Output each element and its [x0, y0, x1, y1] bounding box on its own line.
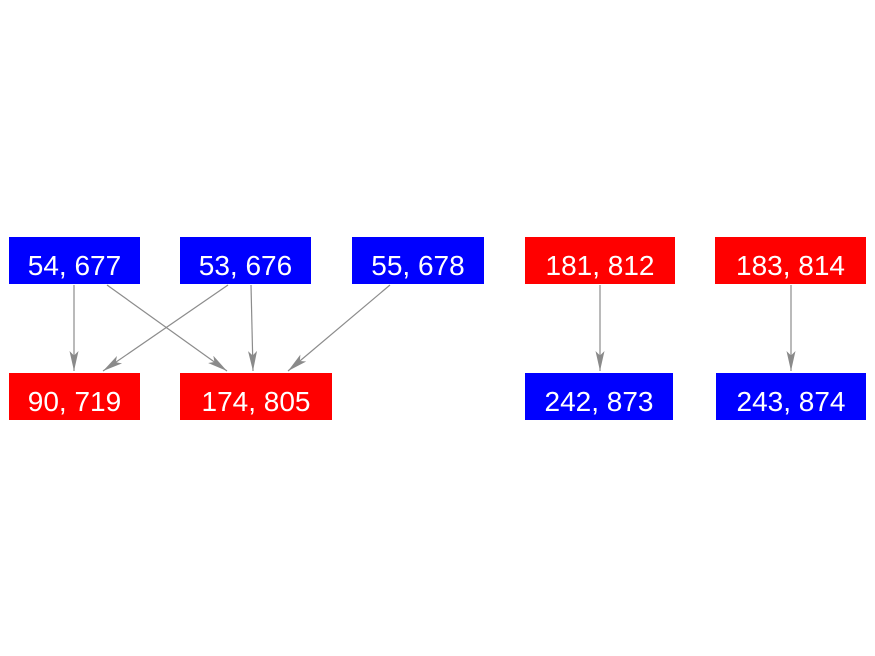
- node-90-719: 90, 719: [9, 373, 140, 420]
- node-label: 181, 812: [545, 249, 655, 281]
- node-183-814: 183, 814: [715, 237, 866, 284]
- node-174-805: 174, 805: [180, 373, 332, 420]
- node-label: 183, 814: [736, 249, 845, 281]
- node-label: 90, 719: [27, 385, 122, 417]
- node-label: 54, 677: [27, 249, 122, 281]
- edge-arrow: [106, 284, 228, 372]
- node-label: 53, 676: [198, 249, 293, 281]
- node-54-677: 54, 677: [9, 237, 140, 284]
- edge-arrow: [287, 284, 391, 372]
- node-label: 174, 805: [201, 385, 311, 417]
- node-53-676: 53, 676: [180, 237, 311, 284]
- node-243-874: 243, 874: [716, 373, 866, 420]
- node-label: 242, 873: [544, 385, 654, 417]
- node-label: 55, 678: [371, 249, 465, 281]
- node-242-873: 242, 873: [525, 373, 673, 420]
- edge-arrow: [248, 284, 258, 372]
- node-181-812: 181, 812: [525, 237, 675, 284]
- edge-arrow: [102, 284, 229, 372]
- node-55-678: 55, 678: [352, 237, 484, 284]
- node-label: 243, 874: [736, 385, 846, 417]
